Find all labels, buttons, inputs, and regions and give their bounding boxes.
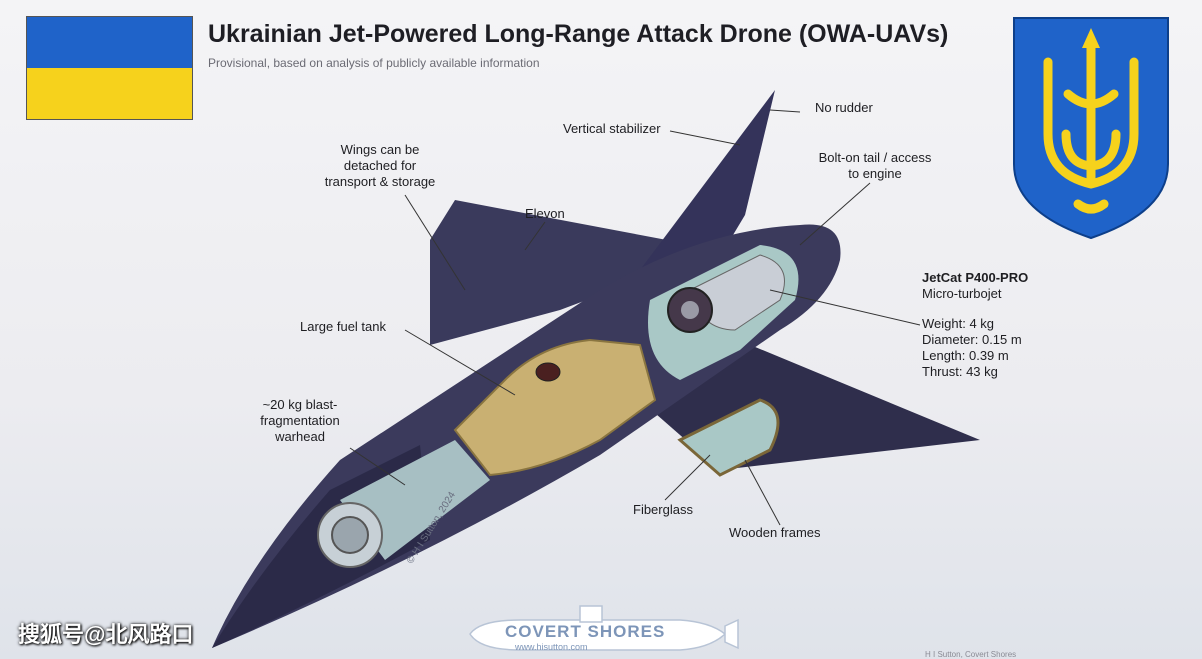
engine-thrust: Thrust: 43 kg xyxy=(922,364,998,379)
fuel-tank xyxy=(453,338,657,477)
label-bolt-line2: to engine xyxy=(848,166,902,181)
label-warhead-line3: warhead xyxy=(275,429,325,444)
label-wings-line2: detached for xyxy=(343,158,417,173)
label-bolt-on-tail: Bolt-on tail / access to engine xyxy=(805,150,945,182)
fuel-cap xyxy=(535,362,561,382)
engine-diameter: Diameter: 0.15 m xyxy=(922,332,1022,347)
page-subtitle: Provisional, based on analysis of public… xyxy=(208,56,540,70)
sohu-watermark: 搜狐号@北风路口 xyxy=(18,622,194,647)
engine-name: JetCat P400-PRO xyxy=(922,270,1029,285)
drone-vertical-stabilizer xyxy=(640,90,775,290)
flag-yellow-stripe xyxy=(27,68,192,119)
label-elevon: Elevon xyxy=(525,206,565,221)
fiberglass-frame-cutaway xyxy=(677,398,780,477)
engine-length: Length: 0.39 m xyxy=(922,348,1009,363)
label-wings-line3: transport & storage xyxy=(324,174,436,189)
label-vertical-stabilizer: Vertical stabilizer xyxy=(563,121,661,136)
flag-blue-stripe xyxy=(27,17,192,68)
engine-weight: Weight: 4 kg xyxy=(922,316,995,331)
engine-type: Micro-turbojet xyxy=(922,286,1002,301)
label-no-rudder: No rudder xyxy=(815,100,873,115)
label-bolt-line1: Bolt-on tail / access xyxy=(818,150,932,165)
engine-specs: JetCat P400-PRO Micro-turbojet Weight: 4… xyxy=(922,270,1028,380)
label-wings-line1: Wings can be xyxy=(340,142,420,157)
label-warhead: ~20 kg blast- fragmentation warhead xyxy=(245,397,355,445)
label-fiberglass: Fiberglass xyxy=(633,502,693,517)
page-title: Ukrainian Jet-Powered Long-Range Attack … xyxy=(208,20,949,48)
label-wooden-frames: Wooden frames xyxy=(729,525,821,540)
submarine-logo-icon xyxy=(469,605,739,651)
ukraine-coat-of-arms-icon xyxy=(1013,17,1169,240)
brand-name: COVERT SHORES xyxy=(505,622,666,641)
warhead xyxy=(317,440,490,568)
label-wings-detachable: Wings can be detached for transport & st… xyxy=(315,142,445,190)
label-warhead-line1: ~20 kg blast- xyxy=(262,397,338,412)
label-warhead-line2: fragmentation xyxy=(260,413,340,428)
ukraine-flag xyxy=(26,16,193,120)
drone-left-wing xyxy=(430,200,720,345)
bottom-credit: H I Sutton, Covert Shores xyxy=(925,650,1017,659)
brand-url: www.hisutton.com xyxy=(515,642,588,652)
engine-bay xyxy=(648,245,799,380)
label-fuel-tank: Large fuel tank xyxy=(300,319,387,334)
